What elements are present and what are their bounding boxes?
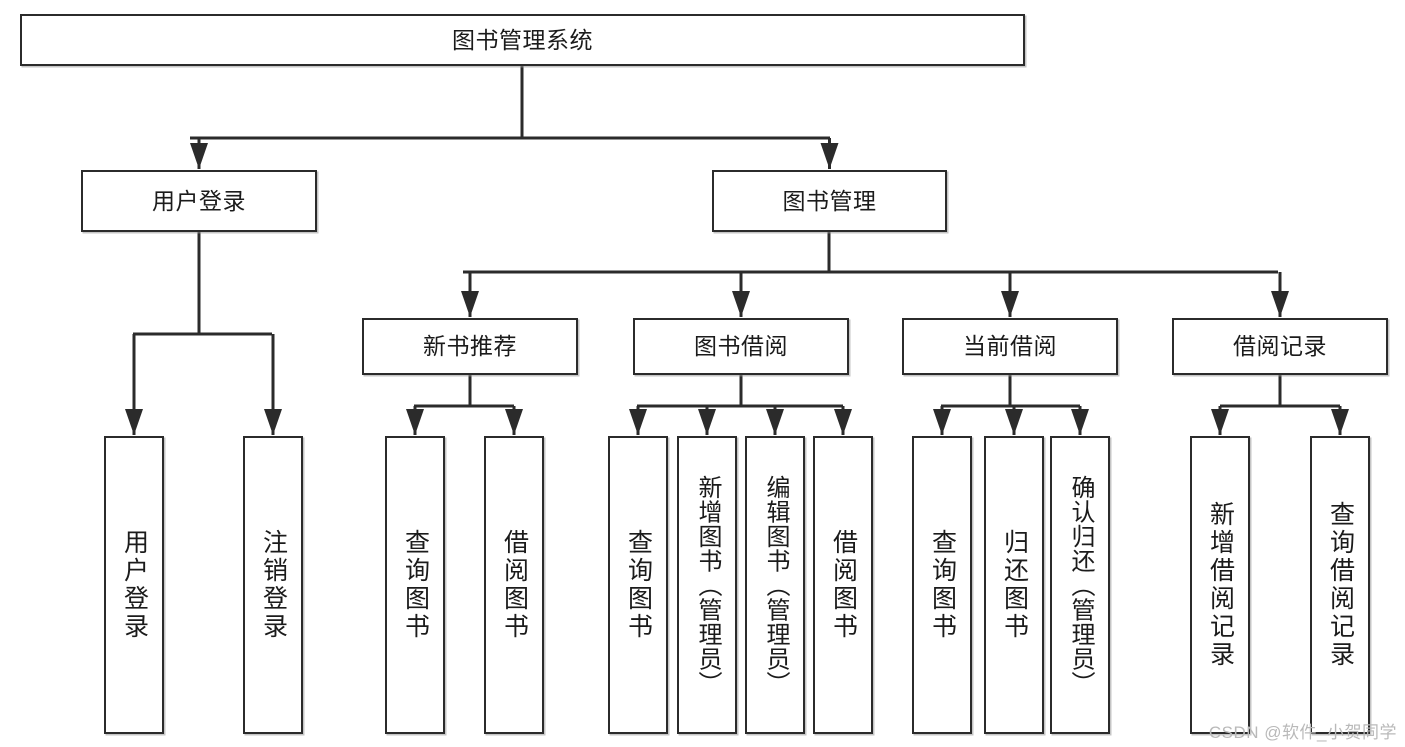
arrowhead-leaf-borrow-book [834,409,852,435]
arrowhead-leaf-edit-book-admin [766,409,784,435]
node-label-leaf-confirm-return-admin: 确认归还（管理员） [1067,474,1094,696]
node-leaf-query-book-borrow[interactable]: 查询图书 [608,436,668,734]
node-leaf-borrow-book-rec[interactable]: 借阅图书 [484,436,544,734]
node-label-leaf-add-book-admin: 新增图书（管理员） [694,474,721,696]
node-label-leaf-logout-login: 注销登录 [259,529,288,641]
node-label-root: 图书管理系统 [452,26,593,53]
arrowhead-leaf-query-book-current [933,409,951,435]
arrowhead-leaf-borrow-book-rec [505,409,523,435]
node-label-leaf-query-book-rec: 查询图书 [401,529,430,641]
node-label-leaf-add-borrow-record: 新增借阅记录 [1206,501,1235,669]
node-label-new-book-recommend: 新书推荐 [423,333,517,360]
node-borrow-record[interactable]: 借阅记录 [1172,318,1388,375]
node-leaf-add-borrow-record[interactable]: 新增借阅记录 [1190,436,1250,734]
arrowhead-leaf-add-borrow-record [1211,409,1229,435]
arrowhead-user-login [190,143,208,169]
node-leaf-user-login[interactable]: 用户登录 [104,436,164,734]
node-leaf-query-borrow-record[interactable]: 查询借阅记录 [1310,436,1370,734]
node-label-user-login: 用户登录 [152,187,246,214]
node-label-leaf-borrow-book-rec: 借阅图书 [500,529,529,641]
arrowhead-leaf-user-login [125,409,143,435]
arrowhead-leaf-return-book [1005,409,1023,435]
arrowhead-book-management [820,143,839,169]
arrowhead-leaf-query-book-borrow [629,409,647,435]
node-label-current-borrow: 当前借阅 [963,333,1057,360]
node-label-leaf-user-login: 用户登录 [120,529,149,641]
node-label-leaf-query-book-current: 查询图书 [928,529,957,641]
node-leaf-add-book-admin[interactable]: 新增图书（管理员） [677,436,737,734]
arrowhead-new-book-recommend [461,291,479,317]
node-leaf-query-book-current[interactable]: 查询图书 [912,436,972,734]
node-user-login[interactable]: 用户登录 [81,170,317,232]
node-leaf-borrow-book[interactable]: 借阅图书 [813,436,873,734]
node-label-leaf-return-book: 归还图书 [1000,529,1029,641]
arrowhead-leaf-confirm-return-admin [1071,409,1089,435]
arrowhead-book-borrow [732,291,750,317]
node-label-leaf-edit-book-admin: 编辑图书（管理员） [762,474,789,696]
node-leaf-confirm-return-admin[interactable]: 确认归还（管理员） [1050,436,1110,734]
arrowhead-leaf-query-borrow-record [1331,409,1349,435]
arrowhead-leaf-query-book-rec [406,409,424,435]
node-label-book-management: 图书管理 [782,187,877,214]
node-leaf-return-book[interactable]: 归还图书 [984,436,1044,734]
node-leaf-logout-login[interactable]: 注销登录 [243,436,303,734]
node-label-leaf-query-borrow-record: 查询借阅记录 [1326,501,1355,669]
node-book-management[interactable]: 图书管理 [712,170,947,232]
node-new-book-recommend[interactable]: 新书推荐 [362,318,578,375]
node-root[interactable]: 图书管理系统 [20,14,1025,66]
node-book-borrow[interactable]: 图书借阅 [633,318,849,375]
node-label-borrow-record: 借阅记录 [1233,333,1327,360]
node-label-book-borrow: 图书借阅 [694,333,788,360]
node-current-borrow[interactable]: 当前借阅 [902,318,1118,375]
node-label-leaf-borrow-book: 借阅图书 [829,529,858,641]
node-label-leaf-query-book-borrow: 查询图书 [624,529,653,641]
watermark-text: CSDN @软件_小贺同学 [1208,723,1397,742]
arrowhead-leaf-add-book-admin [698,409,716,435]
arrowhead-current-borrow [1001,291,1019,317]
node-leaf-edit-book-admin[interactable]: 编辑图书（管理员） [745,436,805,734]
arrowhead-borrow-record [1271,291,1289,317]
node-leaf-query-book-rec[interactable]: 查询图书 [385,436,445,734]
arrowhead-leaf-logout-login [264,409,282,435]
